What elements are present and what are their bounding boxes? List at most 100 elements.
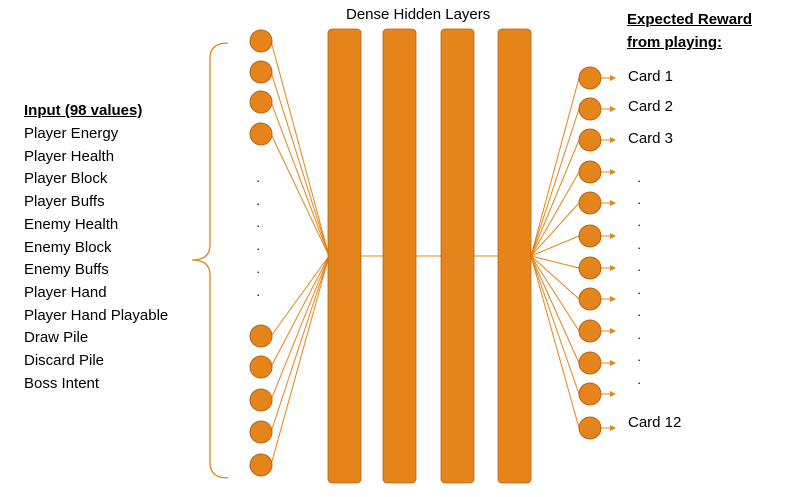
output-heading-line1: Expected Reward [627, 11, 753, 28]
output-node [578, 319, 602, 343]
hidden-layer-bar [497, 28, 532, 484]
input-node [249, 29, 273, 53]
output-connection [530, 77, 580, 257]
output-node [578, 97, 602, 121]
output-label-card-1: Card 1 [628, 68, 674, 85]
output-node [578, 351, 602, 375]
output-connection [530, 255, 580, 332]
output-arrow-head [610, 169, 616, 175]
input-item: Player Hand [24, 283, 107, 301]
ellipsis-dot: · [637, 285, 642, 300]
output-connection [530, 139, 580, 257]
output-arrow-head [610, 296, 616, 302]
output-node [578, 160, 602, 184]
ellipsis-dot: · [256, 241, 261, 256]
output-node [578, 382, 602, 406]
output-connection [530, 255, 580, 395]
input-connection [270, 255, 330, 337]
input-connection [270, 255, 330, 401]
output-connection [530, 171, 580, 257]
output-arrow-head [610, 425, 616, 431]
input-connection [270, 40, 330, 257]
output-heading-line2: from playing: [627, 34, 723, 51]
input-item: Boss Intent [24, 374, 100, 392]
output-arrow-head [610, 137, 616, 143]
input-item: Discard Pile [24, 352, 105, 369]
ellipsis-dot: · [637, 173, 642, 188]
input-item: Player Buffs [24, 193, 105, 211]
output-connection [530, 108, 580, 257]
output-arrow-head [610, 328, 616, 334]
output-nodes [578, 66, 616, 440]
output-label-card-2: Card 2 [628, 98, 674, 115]
input-nodes [249, 29, 273, 477]
input-node [249, 355, 273, 379]
input-node [249, 388, 273, 412]
input-connection [270, 255, 330, 368]
hidden-layers-title: Dense Hidden Layers [346, 6, 491, 23]
ellipsis-dot: · [637, 375, 642, 390]
ellipsis-dot: · [256, 173, 261, 188]
input-connection [270, 71, 330, 257]
input-item: Player Energy [24, 125, 119, 142]
hidden-layer-bar [382, 28, 417, 484]
output-connection [530, 255, 580, 364]
connection-lines [270, 40, 580, 466]
ellipsis-dot: · [637, 195, 642, 210]
input-item: Player Health [24, 147, 115, 165]
ellipsis-dot: · [256, 287, 261, 302]
input-item: Draw Pile [24, 329, 89, 347]
output-arrow-head [610, 75, 616, 81]
output-label-card-3: Card 3 [628, 130, 674, 147]
ellipsis-dot: · [637, 307, 642, 322]
output-node [578, 256, 602, 280]
input-item: Player Block [24, 170, 108, 188]
output-node [578, 66, 602, 90]
output-node [578, 191, 602, 215]
input-connection [270, 255, 330, 433]
output-connection [530, 202, 580, 257]
ellipsis-dot: · [637, 240, 642, 255]
input-node [249, 420, 273, 444]
ellipsis-dot: · [256, 218, 261, 233]
ellipsis-dot: · [637, 262, 642, 277]
input-connection [270, 101, 330, 257]
input-node [249, 324, 273, 348]
input-brace [191, 42, 229, 479]
output-label-card-12: Card 12 [628, 414, 682, 431]
input-node [249, 90, 273, 114]
input-node [249, 60, 273, 84]
input-item: Player Hand Playable [24, 306, 169, 324]
output-connection [530, 255, 580, 300]
input-item: Enemy Block [24, 238, 112, 256]
ellipsis-dot: · [256, 264, 261, 279]
ellipsis-dot: · [637, 330, 642, 345]
hidden-layer-bar [327, 28, 362, 484]
output-node [578, 128, 602, 152]
output-connection [530, 235, 580, 257]
output-node [578, 224, 602, 248]
input-node [249, 122, 273, 146]
ellipsis-dot: · [637, 352, 642, 367]
output-arrow-head [610, 106, 616, 112]
output-arrow-head [610, 391, 616, 397]
output-arrow-head [610, 200, 616, 206]
ellipsis-dot: · [256, 196, 261, 211]
output-node [578, 287, 602, 311]
output-node [578, 416, 602, 440]
input-item: Enemy Health [24, 215, 119, 233]
input-connection [270, 255, 330, 466]
output-connection [530, 255, 580, 269]
input-node [249, 453, 273, 477]
output-arrow-head [610, 233, 616, 239]
hidden-layers [327, 28, 532, 484]
input-connection [270, 133, 330, 257]
output-arrow-head [610, 265, 616, 271]
input-item: Enemy Buffs [24, 261, 109, 279]
ellipsis-dot: · [637, 217, 642, 232]
hidden-layer-bar [440, 28, 475, 484]
input-heading: Input (98 values) [24, 102, 143, 119]
output-connection [530, 255, 580, 429]
output-arrow-head [610, 360, 616, 366]
